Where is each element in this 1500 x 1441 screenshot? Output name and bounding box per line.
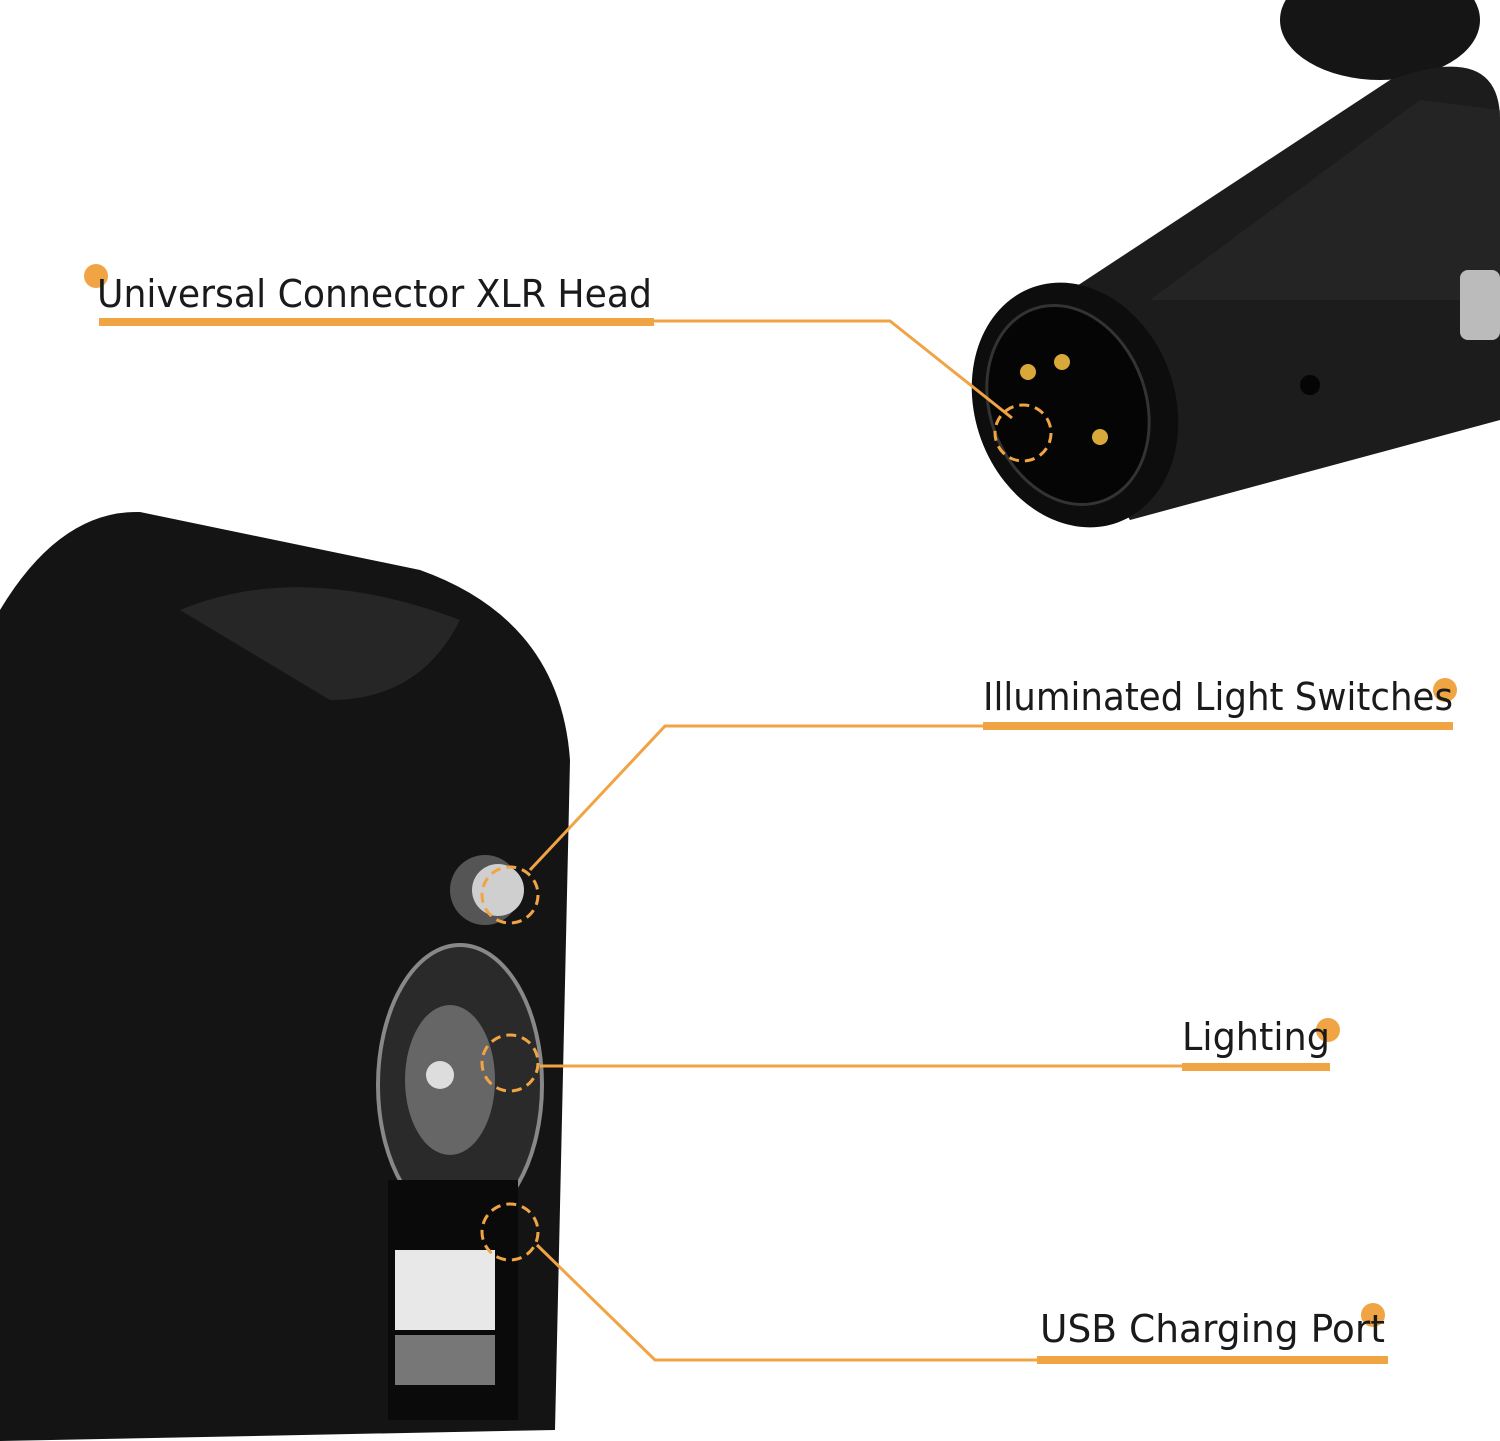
bullet-dot [1433,678,1457,702]
callout-label-lighting: Lighting [1182,1015,1330,1059]
callout-marker-lighting [480,1033,540,1093]
callout-line-switch [528,724,983,872]
callout-marker-xlr [993,403,1053,463]
bullet-dot [84,264,108,288]
xlr-connector-photo [971,0,1500,528]
callout-marker-switch [480,865,540,925]
callout-line-usb [535,1243,1037,1362]
callout-line-xlr [654,319,1013,420]
callout-label-usb: USB Charging Port [1040,1307,1385,1351]
bullet-dot [1361,1303,1385,1327]
device-body-photo [0,511,570,1441]
callout-marker-usb [480,1202,540,1262]
bullet-dot [1316,1018,1340,1042]
callout-label-switch: Illuminated Light Switches [983,675,1453,719]
callout-label-xlr: Universal Connector XLR Head [97,272,652,316]
